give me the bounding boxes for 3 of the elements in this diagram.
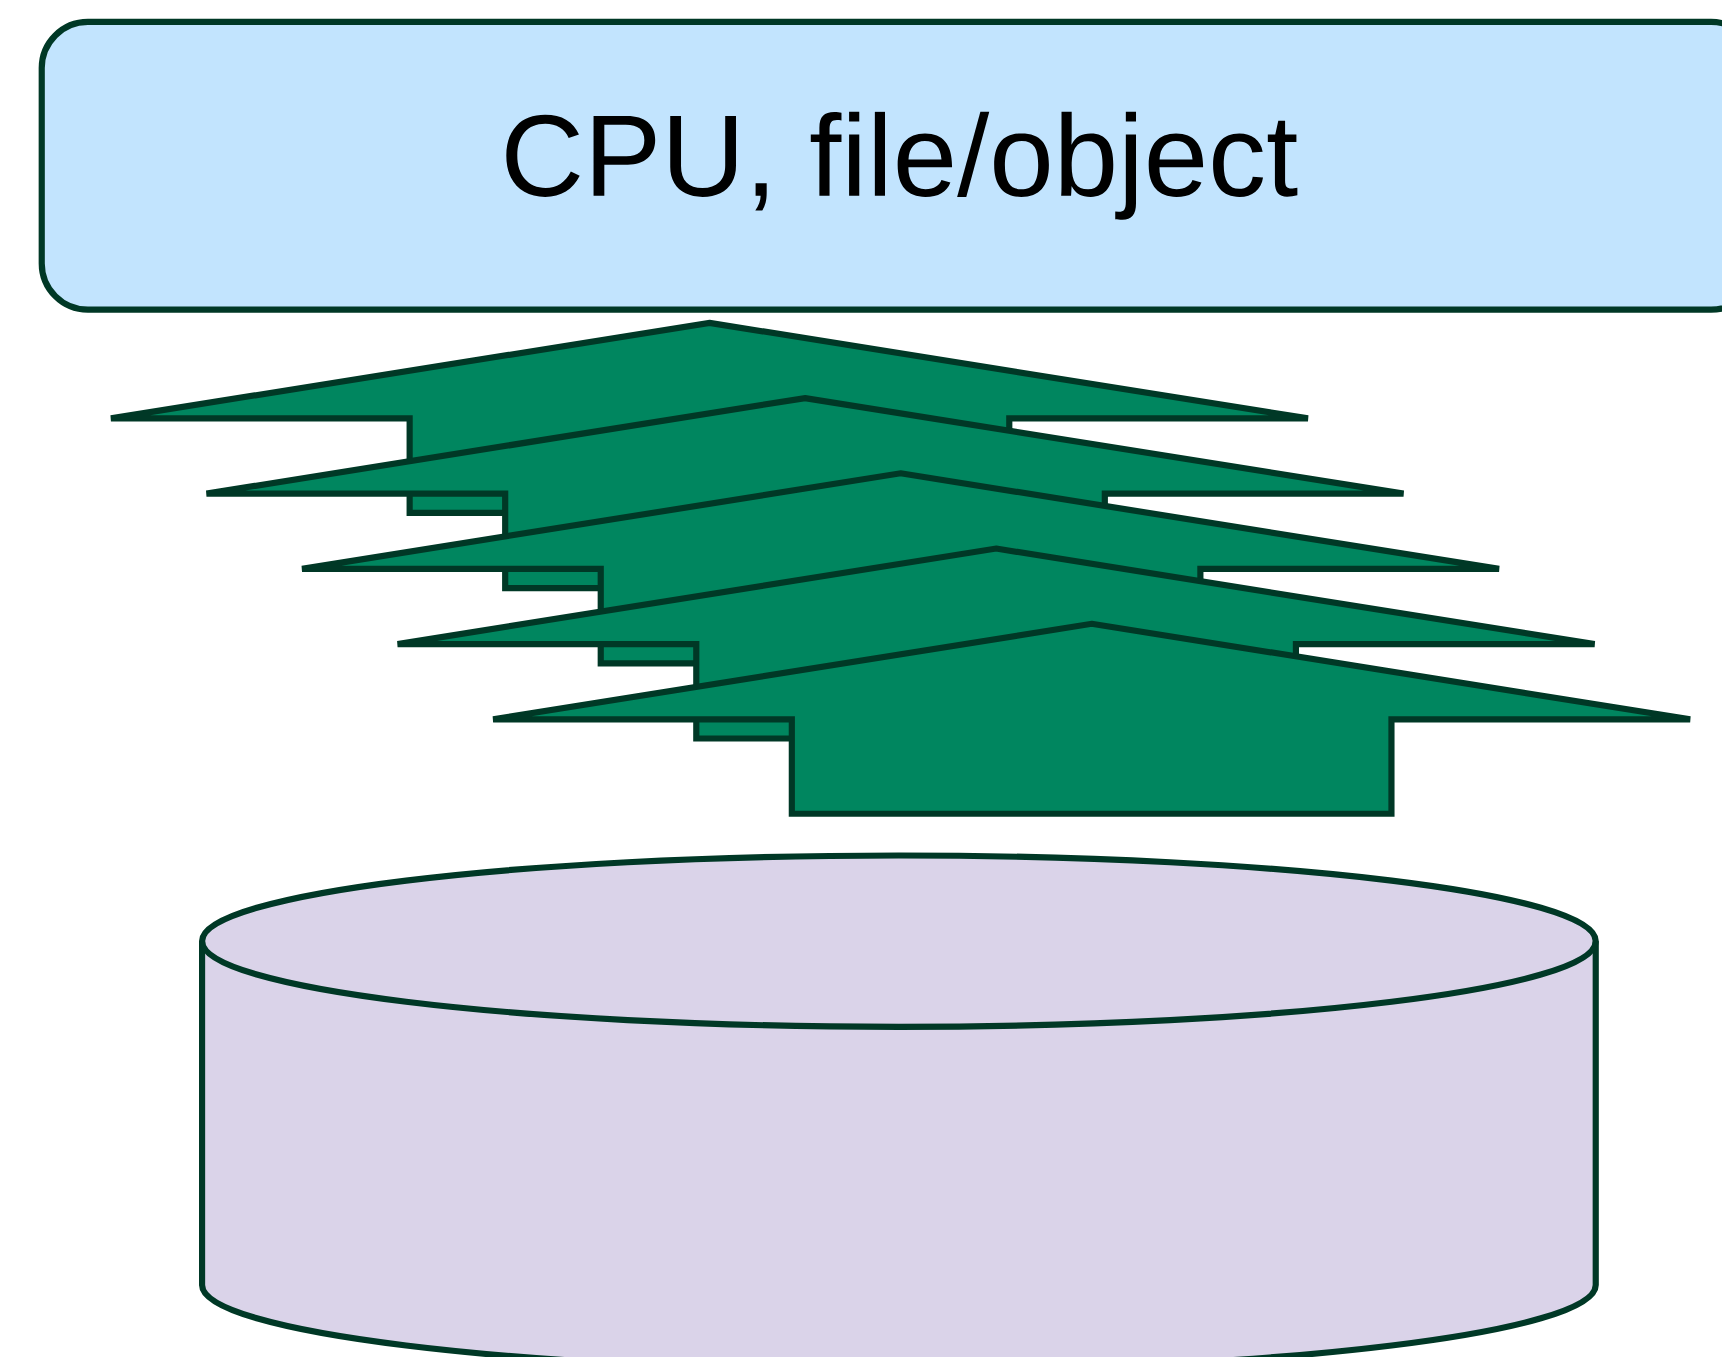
cylinder bbox=[199, 852, 1599, 1357]
title-box: CPU, file/object bbox=[38, 18, 1722, 313]
block-arrow bbox=[490, 620, 1694, 817]
